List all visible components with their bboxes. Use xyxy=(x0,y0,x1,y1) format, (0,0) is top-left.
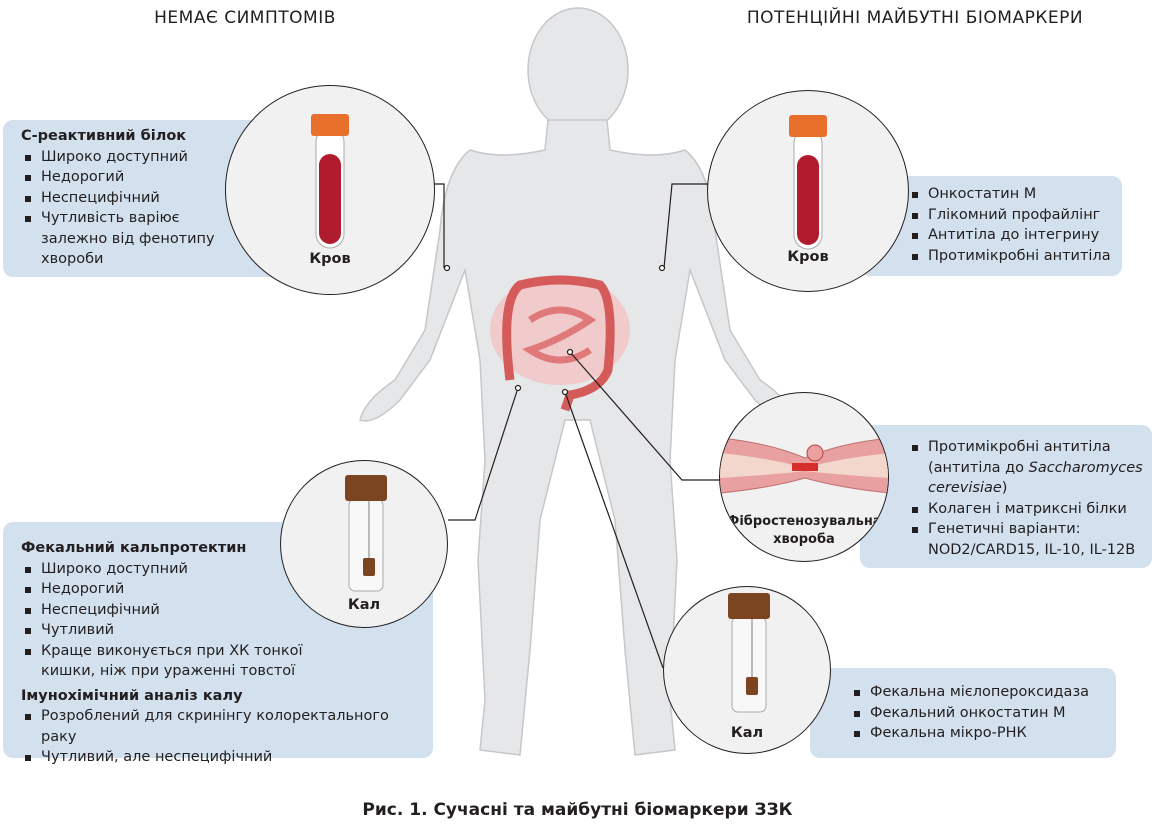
heading-future-biomarkers: ПОТЕНЦІЙНІ МАЙБУТНІ БІОМАРКЕРИ xyxy=(746,8,1084,28)
item-text: ) xyxy=(1001,480,1008,496)
list-item: Протимікробні антитіла (антитіла до Sacc… xyxy=(908,437,1152,499)
item-text: Протимікробні антитіла (антитіла до xyxy=(928,439,1111,476)
list-item: Чутливість варіює залежно від фенотипу х… xyxy=(21,208,221,270)
intestine-icon xyxy=(490,275,630,412)
stool-circle-left: Кал xyxy=(280,460,448,628)
list-item: Колаген і матриксні білки xyxy=(908,499,1152,520)
stool-container-icon xyxy=(345,475,387,592)
future-stool-panel: Фекальна мієлопероксидаза Фекальний онко… xyxy=(810,668,1116,758)
stool-container-icon xyxy=(728,593,770,713)
crp-panel: С-реактивний білок Широко доступний Недо… xyxy=(3,120,333,277)
list-item: Онкостатин М xyxy=(908,184,1122,205)
list-item: Фекальна мієлопероксидаза xyxy=(850,682,1116,703)
crp-title: С-реактивний білок xyxy=(21,128,187,144)
species-name: Saccharomyces cerevisiae xyxy=(928,459,1143,497)
stool-label: Кал xyxy=(730,725,764,741)
fibrostenotic-circle: Фібростенозувальна хвороба xyxy=(719,392,889,562)
list-item: Недорогий xyxy=(21,167,221,188)
list-item: Широко доступний xyxy=(21,559,311,580)
list-item: Протимікробні антитіла xyxy=(908,246,1122,267)
blood-label: Кров xyxy=(309,251,351,267)
fibrostenotic-label: Фібростенозувальна хвороба xyxy=(720,513,888,549)
list-item: Антитіла до інтегрину xyxy=(908,225,1122,246)
fit-title: Імунохімічний аналіз калу xyxy=(21,687,243,704)
list-item: Розроблений для скринінгу колоректальног… xyxy=(21,706,415,747)
stool-circle-right: Кал xyxy=(663,586,831,754)
list-item: Недорогий xyxy=(21,579,311,600)
list-item: Чутливий, але неспецифічний xyxy=(21,747,415,768)
list-item: Глікомний профайлінг xyxy=(908,205,1122,226)
label-line: Фібростенозувальна xyxy=(726,514,882,529)
blood-circle-left: Кров xyxy=(225,85,435,295)
list-item: Фекальна мікро-РНК xyxy=(850,723,1116,744)
heading-no-symptoms: НЕМАЄ СИМПТОМІВ xyxy=(154,8,336,28)
blood-label: Кров xyxy=(787,249,829,265)
fibrostenotic-panel: Протимікробні антитіла (антитіла до Sacc… xyxy=(860,425,1152,568)
stricture-intestine-icon xyxy=(720,437,888,494)
stool-label: Кал xyxy=(347,597,381,613)
connector-lines xyxy=(434,183,720,669)
label-line: хвороба xyxy=(773,532,835,547)
blood-tube-icon xyxy=(789,115,827,250)
list-item: Чутливий xyxy=(21,620,311,641)
calprotectin-title: Фекальний кальпротектин xyxy=(21,540,247,556)
list-item: Краще виконується при ХК тонкої кишки, н… xyxy=(21,641,311,682)
list-item: Неспецифічний xyxy=(21,188,221,209)
blood-circle-right: Кров xyxy=(707,90,909,292)
list-item: Фекальний онкостатин М xyxy=(850,703,1116,724)
list-item: Широко доступний xyxy=(21,147,221,168)
blood-tube-icon xyxy=(311,114,349,249)
list-item: Неспецифічний xyxy=(21,600,311,621)
figure-caption: Рис. 1. Сучасні та майбутні біомаркери З… xyxy=(362,800,793,820)
list-item: Генетичні варіанти: NOD2/CARD15, IL-10, … xyxy=(908,519,1152,560)
